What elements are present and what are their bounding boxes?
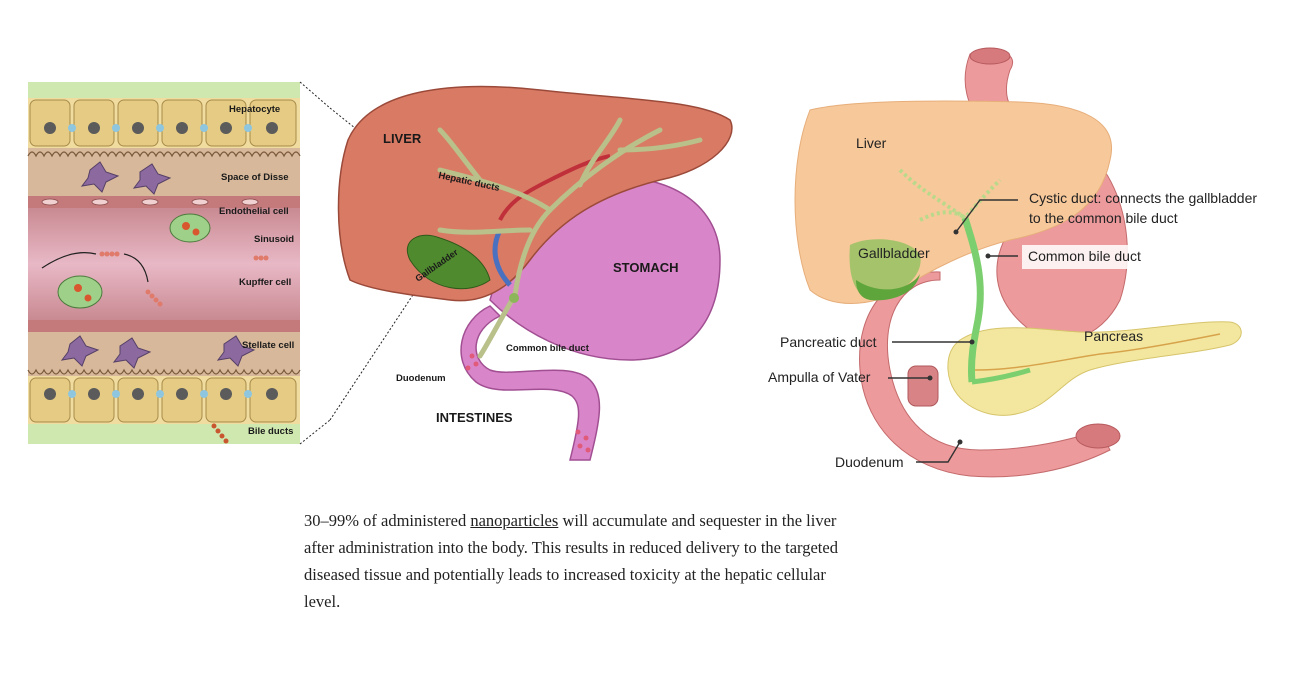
liver-stomach-diagram: LIVER Hepatic ducts Gallbladder STOMACH … [300,60,760,480]
label-gallbladder-anatomy: Gallbladder [858,245,930,261]
label-pancreas: Pancreas [1084,328,1143,344]
label-common-bile-duct-anatomy: Common bile duct [1028,248,1141,264]
label-bile-ducts: Bile ducts [248,426,293,437]
hepatic-histology-diagram: Hepatocyte Space of Disse Endothelial ce… [0,0,331,470]
common-bile-duct-path [961,216,984,383]
label-kupffer-cell: Kupffer cell [239,277,291,288]
label-pancreatic-duct: Pancreatic duct [780,334,877,350]
caption-text-end: will accumulate and sequester in the liv… [304,510,838,611]
label-endothelial-cell: Endothelial cell [219,206,289,217]
label-duodenum-anatomy: Duodenum [835,454,904,470]
label-cystic-duct-line2: to the common bile duct [1029,210,1178,226]
label-sinusoid: Sinusoid [254,234,294,245]
label-duodenum-organs: Duodenum [396,373,446,384]
label-ampulla-of-vater: Ampulla of Vater [768,369,871,385]
label-stellate-cell: Stellate cell [242,340,294,351]
label-space-of-disse: Space of Disse [221,172,289,183]
label-hepatocyte: Hepatocyte [229,104,280,115]
biliary-anatomy-diagram: Liver Cystic duct: connects the gallblad… [760,40,1300,480]
label-cystic-duct-line1: Cystic duct: connects the gallbladder [1029,190,1257,206]
figure-caption: 30–99% of administered nanoparticles wil… [304,507,864,615]
label-liver-anatomy: Liver [856,135,887,151]
label-intestines: INTESTINES [436,410,513,425]
nanoparticles-link[interactable]: nanoparticles [470,510,559,530]
label-common-bile-duct: Common bile duct [506,343,590,354]
caption-text-start: 30–99% of administered [304,510,471,530]
label-stomach: STOMACH [613,260,678,275]
label-liver: LIVER [383,131,422,146]
